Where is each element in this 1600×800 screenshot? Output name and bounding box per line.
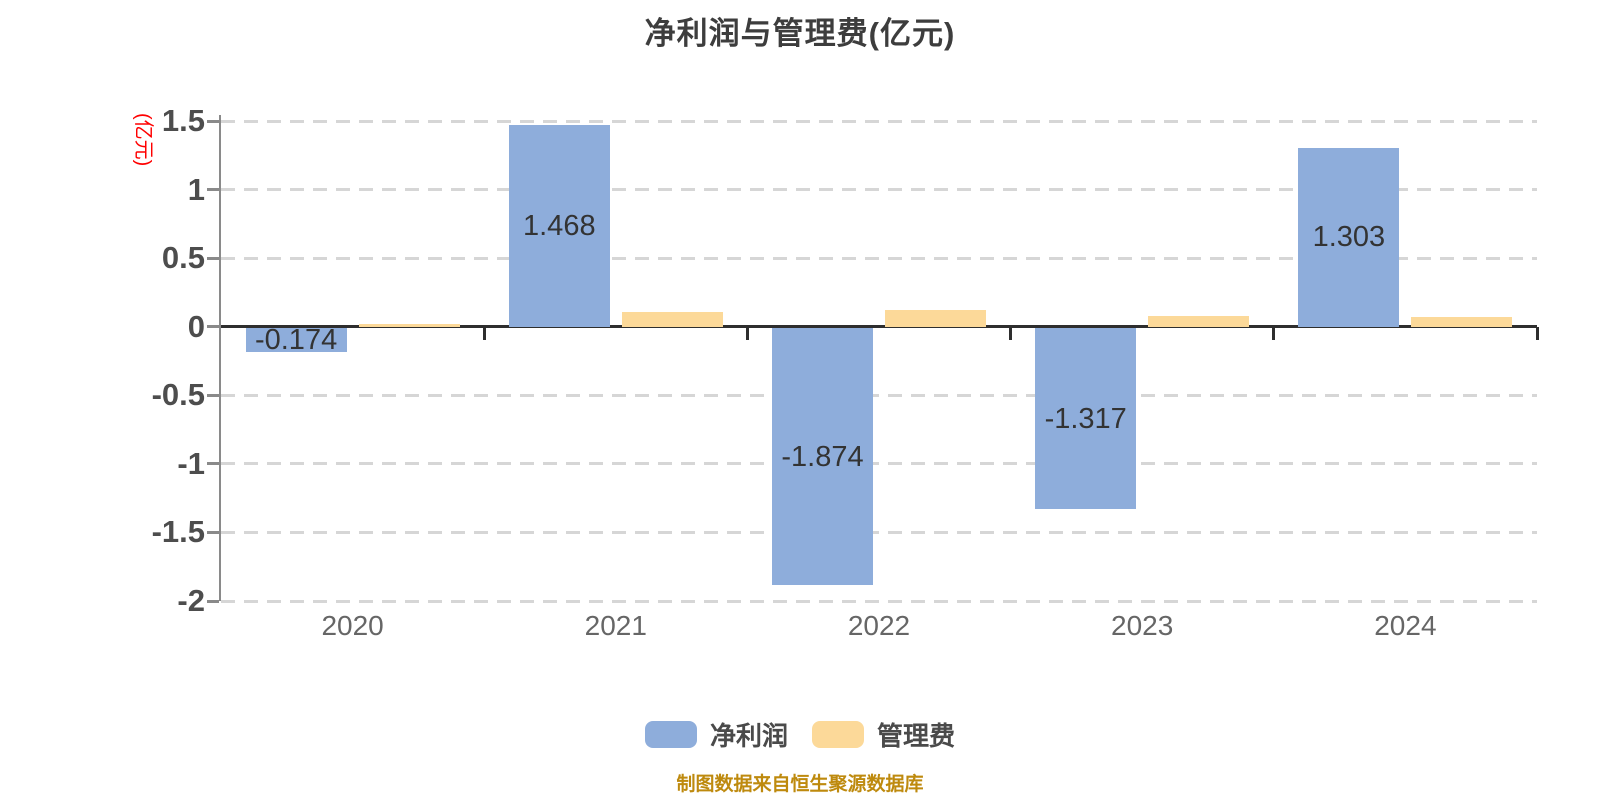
y-axis-tick-label: 0 bbox=[187, 308, 205, 344]
gridline bbox=[221, 188, 1537, 192]
y-axis-tick bbox=[207, 530, 219, 534]
net-profit-bar[interactable] bbox=[1035, 328, 1137, 509]
net-profit-legend-label: 净利润 bbox=[709, 721, 788, 751]
x-axis-tick-label: 2020 bbox=[321, 610, 384, 641]
x-axis-tick bbox=[1009, 326, 1013, 340]
x-axis-tick bbox=[1272, 326, 1276, 340]
y-axis-tick-label: -1.5 bbox=[151, 514, 205, 550]
management-fee-bar[interactable] bbox=[885, 310, 986, 327]
x-axis-tick-label: 2021 bbox=[584, 610, 647, 641]
y-axis-tick bbox=[207, 256, 219, 260]
gridline bbox=[221, 119, 1537, 123]
management-fee-legend-label: 管理费 bbox=[877, 721, 956, 751]
y-axis-tick-label: -2 bbox=[177, 583, 205, 618]
y-axis-tick-label: -0.5 bbox=[151, 377, 205, 413]
y-axis-tick-label: -1 bbox=[177, 445, 205, 481]
net-profit-legend-swatch bbox=[644, 721, 697, 748]
y-axis-tick-label: 0.5 bbox=[161, 240, 205, 276]
y-axis-tick-label: 1.5 bbox=[161, 103, 205, 138]
management-fee-bar[interactable] bbox=[358, 323, 460, 327]
management-fee-bar[interactable] bbox=[1148, 315, 1250, 327]
gridline bbox=[221, 393, 1537, 397]
y-axis-tick bbox=[207, 393, 219, 397]
gridline bbox=[221, 599, 1537, 603]
net-profit-bar[interactable] bbox=[772, 328, 873, 586]
chart-title: 净利润与管理费(亿元) bbox=[644, 16, 956, 51]
legend-item-net-profit[interactable]: 净利润 bbox=[644, 716, 788, 753]
y-axis-line bbox=[219, 115, 221, 601]
legend: 净利润 管理费 bbox=[0, 716, 1600, 753]
bar-value-label: 1.468 bbox=[523, 210, 596, 243]
x-axis-tick bbox=[1535, 326, 1539, 340]
y-axis-tick bbox=[207, 119, 219, 123]
x-axis-tick-label: 2024 bbox=[1374, 610, 1437, 641]
bar-value-label: 1.303 bbox=[1312, 221, 1386, 254]
source-note: 制图数据来自恒生聚源数据库 bbox=[676, 774, 924, 795]
y-axis-tick bbox=[207, 188, 219, 192]
y-axis-tick bbox=[207, 599, 219, 603]
x-axis-zero-line bbox=[221, 325, 1537, 329]
gridline bbox=[221, 462, 1537, 466]
x-axis-tick bbox=[745, 326, 749, 340]
y-axis-tick bbox=[207, 325, 219, 329]
management-fee-legend-swatch bbox=[812, 721, 864, 748]
x-axis-tick-label: 2023 bbox=[1111, 610, 1174, 641]
y-axis-tick bbox=[207, 462, 219, 466]
y-axis-tick-label: 1 bbox=[187, 171, 205, 207]
plot-area: 1.5 1 0.5 0 -0.5 -1 -1.5 -2 2020 2021 2022 2023 2024… bbox=[152, 104, 1539, 641]
net-profit-bar[interactable] bbox=[508, 125, 610, 327]
management-fee-bar[interactable] bbox=[621, 311, 723, 327]
bar-value-label: -0.174 bbox=[254, 324, 338, 357]
legend-item-management-fee[interactable]: 管理费 bbox=[812, 716, 955, 753]
management-fee-bar[interactable] bbox=[1411, 317, 1513, 327]
bar-value-label: -1.317 bbox=[1044, 402, 1127, 435]
bar-value-label: -1.874 bbox=[781, 440, 864, 473]
net-profit-bar[interactable] bbox=[1298, 148, 1400, 327]
gridline bbox=[221, 530, 1537, 534]
gridline bbox=[221, 256, 1537, 260]
x-axis-tick bbox=[482, 326, 486, 340]
x-axis-tick-label: 2022 bbox=[847, 610, 911, 641]
net-profit-bar[interactable] bbox=[245, 328, 347, 353]
